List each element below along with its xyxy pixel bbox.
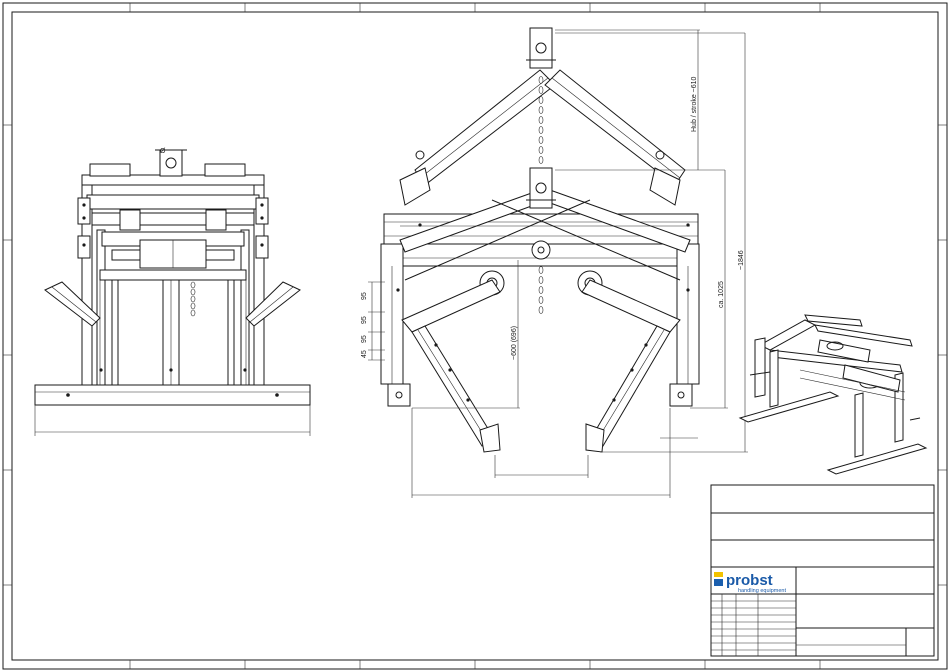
isometric-view xyxy=(740,315,926,474)
diameter-label: Ø xyxy=(160,148,166,155)
stroke-dimension-label: Hub / stroke ~610 xyxy=(691,76,698,132)
front-view: Ø xyxy=(35,148,310,436)
height-dimension-label: ~1846 xyxy=(738,250,745,270)
title-block: probst handling equipment xyxy=(711,485,934,656)
probst-logo: probst handling equipment xyxy=(714,572,786,594)
side-view: Hub / stroke ~610 ~1846 ca. 1025 ~600 (6… xyxy=(361,28,748,498)
opening-dimension-label: ~600 (696) xyxy=(511,326,518,360)
dim-95-low: 95 xyxy=(361,335,368,343)
brand-name: probst xyxy=(726,572,773,589)
brand-tagline: handling equipment xyxy=(738,588,786,594)
dim-95-mid: 95 xyxy=(361,316,368,324)
ca-dimension-label: ca. 1025 xyxy=(718,281,725,308)
sheet-frame xyxy=(3,3,947,669)
dim-95-top: 95 xyxy=(361,292,368,300)
dim-45: 45 xyxy=(361,350,368,358)
